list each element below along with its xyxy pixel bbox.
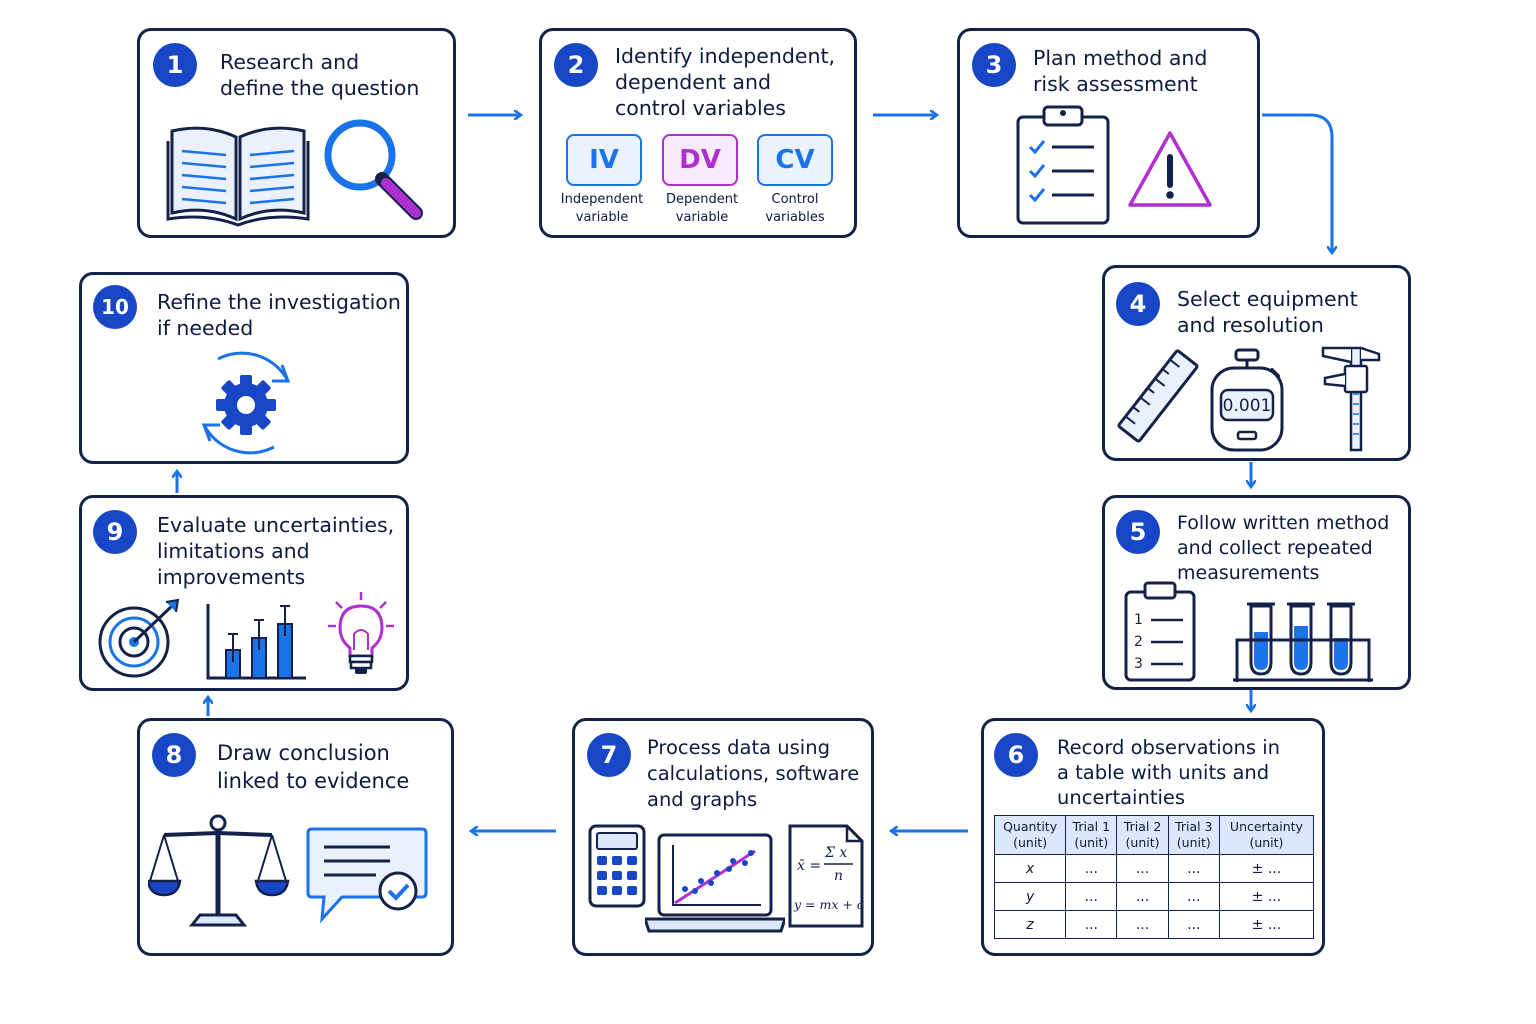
- book-icon: [166, 126, 310, 227]
- step-number-badge: 7: [587, 733, 631, 777]
- dv-label: Dependent variable: [665, 192, 739, 225]
- warning-icon: [1128, 131, 1212, 207]
- gear-cycle-icon: [201, 351, 291, 455]
- svg-text:3: 3: [1134, 656, 1143, 672]
- step-6-card: 6 Record observations in a table with un…: [981, 718, 1325, 956]
- numbered-clipboard-icon: 1 2 3: [1124, 581, 1196, 682]
- stopwatch-icon: 0.001: [1210, 348, 1284, 452]
- calculator-icon: [588, 824, 646, 908]
- step-number-badge: 1: [153, 43, 197, 87]
- laptop-scatter-icon: [645, 833, 785, 933]
- table-row: y.........± ...: [993, 882, 1315, 911]
- step-title: Draw conclusion linked to evidence: [217, 741, 410, 793]
- lightbulb-icon: [328, 592, 394, 674]
- step-title: Identify independent, dependent and cont…: [615, 44, 836, 120]
- step-number-badge: 9: [93, 510, 137, 554]
- step-title: Plan method and risk assessment: [1033, 46, 1208, 96]
- formula-sheet-icon: x̄ = Σ x n y = mx + c: [788, 824, 864, 928]
- step-8-card: 8 Draw conclusion linked to evidence: [137, 718, 454, 956]
- arrow-3-4: [1262, 113, 1332, 252]
- step-number-badge: 3: [972, 43, 1016, 87]
- svg-text:n: n: [834, 868, 843, 884]
- iv-box: IV: [566, 134, 642, 186]
- step-title: Refine the investigation if needed: [157, 290, 401, 340]
- step-1-card: 1 Research and define the question: [137, 28, 456, 238]
- svg-text:y = mx + c: y = mx + c: [793, 897, 864, 912]
- iv-label: Independent variable: [560, 192, 644, 225]
- table-header: Trial 1 (unit): [1065, 815, 1118, 855]
- step-4-card: 4 Select equipment and resolution 0.001: [1102, 265, 1411, 461]
- cv-label: Control variables: [765, 192, 825, 225]
- table-header: Trial 2 (unit): [1116, 815, 1169, 855]
- table-header: Quantity (unit): [993, 815, 1067, 855]
- step-2-card: 2 Identify independent, dependent and co…: [539, 28, 857, 238]
- target-icon: [98, 598, 180, 678]
- step-10-card: 10 Refine the investigation if needed: [79, 272, 409, 464]
- svg-text:1: 1: [1134, 612, 1143, 628]
- test-tubes-icon: [1233, 602, 1373, 682]
- step-3-card: 3 Plan method and risk assessment: [957, 28, 1260, 238]
- step-title: Evaluate uncertainties, limitations and …: [157, 513, 395, 589]
- step-title: Research and define the question: [220, 50, 420, 100]
- ruler-icon: [1117, 349, 1199, 443]
- table-row: x.........± ...: [993, 854, 1315, 883]
- dv-box: DV: [662, 134, 738, 186]
- magnifier-icon: [324, 119, 423, 220]
- svg-text:2: 2: [1134, 634, 1143, 650]
- step-title: Follow written method and collect repeat…: [1177, 512, 1390, 584]
- step-number-badge: 10: [93, 285, 137, 329]
- step-number-badge: 8: [152, 733, 196, 777]
- stopwatch-readout: 0.001: [1223, 396, 1272, 416]
- step-number-badge: 6: [994, 733, 1038, 777]
- svg-text:x̄ =: x̄ =: [797, 858, 821, 874]
- step-title: Record observations in a table with unit…: [1057, 736, 1281, 809]
- step-number-badge: 4: [1116, 282, 1160, 326]
- clipboard-checklist-icon: [1016, 105, 1110, 225]
- speech-check-icon: [306, 827, 428, 924]
- caliper-icon: [1321, 346, 1381, 452]
- table-header: Uncertainty (unit): [1218, 815, 1315, 855]
- step-number-badge: 5: [1116, 510, 1160, 554]
- step-number-badge: 2: [554, 43, 598, 87]
- step-9-card: 9 Evaluate uncertainties, limitations an…: [79, 495, 409, 691]
- step-title: Select equipment and resolution: [1177, 287, 1358, 337]
- observations-table: Quantity (unit) Trial 1 (unit) Trial 2 (…: [993, 815, 1315, 939]
- svg-text:Σ x: Σ x: [824, 845, 847, 861]
- table-row: z.........± ...: [993, 910, 1315, 939]
- step-5-card: 5 Follow written method and collect repe…: [1102, 495, 1411, 690]
- error-bar-chart-icon: [206, 604, 306, 680]
- cv-box: CV: [757, 134, 833, 186]
- step-title: Process data using calculations, softwar…: [647, 736, 860, 811]
- table-header: Trial 3 (unit): [1167, 815, 1220, 855]
- step-7-card: 7 Process data using calculations, softw…: [572, 718, 874, 956]
- scales-icon: [148, 814, 290, 927]
